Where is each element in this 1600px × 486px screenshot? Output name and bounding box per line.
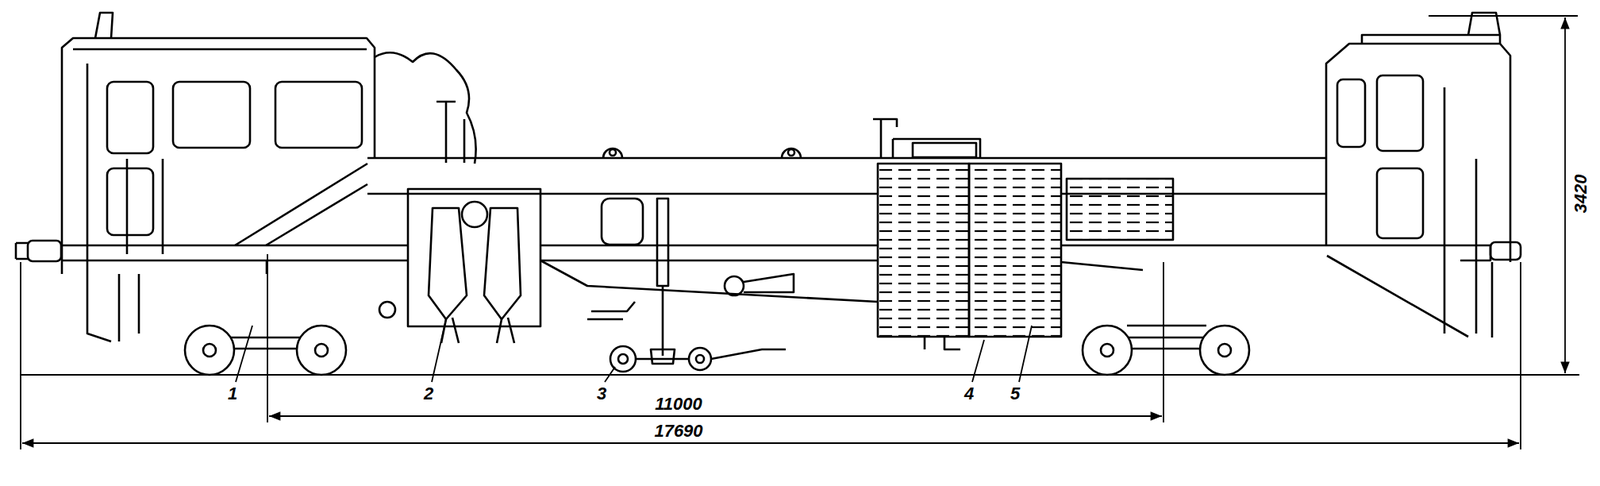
drawing-stroke <box>1019 325 1032 382</box>
drawing-stroke <box>912 142 977 158</box>
drawing-stroke <box>696 354 704 363</box>
drawing-stroke <box>235 325 253 382</box>
callout-number: 3 <box>595 384 608 403</box>
drawing-stroke <box>173 81 250 148</box>
drawing-stroke <box>436 101 465 163</box>
drawing-stroke <box>275 81 362 148</box>
drawing-stroke <box>1361 34 1500 44</box>
drawing-stroke <box>1126 324 1207 327</box>
drawing-stroke <box>873 119 981 158</box>
drawing-stroke <box>877 163 970 337</box>
drawing-stroke <box>1218 343 1231 357</box>
callout-number: 5 <box>1008 384 1022 403</box>
drawing-stroke <box>203 343 216 357</box>
wheels <box>184 325 1250 375</box>
drawing-stroke <box>267 253 1164 423</box>
drawing-stroke <box>634 349 786 359</box>
drawing-stroke <box>374 52 477 164</box>
drawing-stroke <box>20 373 1580 376</box>
drawing-stroke <box>315 343 328 357</box>
drawing-stroke <box>61 245 1327 261</box>
drawing-stroke <box>269 415 1162 417</box>
drawing-stroke <box>20 261 1521 450</box>
drawing-stroke <box>73 48 367 51</box>
drawing-stroke <box>27 240 62 262</box>
drawing-stroke <box>428 207 467 320</box>
machine-outline <box>15 12 1521 372</box>
drawing-stroke <box>650 285 675 364</box>
drawing-stroke <box>61 38 375 274</box>
drawing-stroke <box>788 149 795 156</box>
dimension-label: 3420 <box>1572 173 1590 216</box>
drawing-stroke <box>15 242 28 259</box>
drawing-stroke <box>1326 43 1511 262</box>
leader-lines <box>235 319 1032 382</box>
drawing-stroke <box>1376 168 1424 239</box>
drawing-stroke <box>296 325 347 375</box>
drawing-stroke <box>972 339 985 382</box>
drawing-stroke <box>1428 15 1578 17</box>
drawing-stroke <box>407 188 541 327</box>
drawing-stroke <box>87 63 163 274</box>
drawing-stroke <box>431 319 447 382</box>
dimension-lines <box>20 15 1580 450</box>
drawing-stroke <box>1100 343 1114 357</box>
drawing-stroke <box>234 163 368 274</box>
drawing-stroke <box>107 168 154 235</box>
drawing-stroke <box>87 273 139 342</box>
drawing-stroke <box>379 301 396 318</box>
drawing-stroke <box>969 163 1062 337</box>
drawing-stroke <box>657 198 669 286</box>
dimension-label: 11000 <box>653 395 704 413</box>
drawing-stroke <box>924 336 961 350</box>
drawing-stroke <box>1490 242 1521 260</box>
drawing-stroke <box>1337 79 1366 147</box>
drawing-stroke <box>1444 87 1493 338</box>
drawing-stroke <box>1082 325 1132 375</box>
drawing-stroke <box>461 201 488 227</box>
drawing-stroke <box>604 366 616 382</box>
drawing-stroke <box>618 353 628 364</box>
drawing-stroke <box>1066 178 1174 240</box>
drawing-stroke <box>724 276 744 296</box>
drawing-stroke <box>603 148 801 158</box>
drawing-stroke <box>441 317 515 343</box>
drawing-stroke <box>688 347 712 370</box>
drawing-stroke <box>743 273 794 293</box>
drawing-stroke <box>587 301 635 320</box>
drawing-stroke <box>95 12 113 39</box>
drawing-stroke <box>601 198 643 245</box>
drawing-stroke <box>1564 17 1566 374</box>
drawing-stroke <box>184 325 235 375</box>
callout-number: 1 <box>226 384 239 403</box>
drawing-stroke <box>22 442 1520 444</box>
callout-number: 4 <box>962 384 976 403</box>
drawing-stroke <box>107 81 154 154</box>
dimension-label: 17690 <box>652 422 704 440</box>
callout-number: 2 <box>422 384 435 403</box>
drawing-stroke <box>1376 75 1424 151</box>
drawing-stroke <box>609 149 616 156</box>
drawing-stroke <box>1200 325 1250 375</box>
drawing-stroke <box>484 207 521 320</box>
